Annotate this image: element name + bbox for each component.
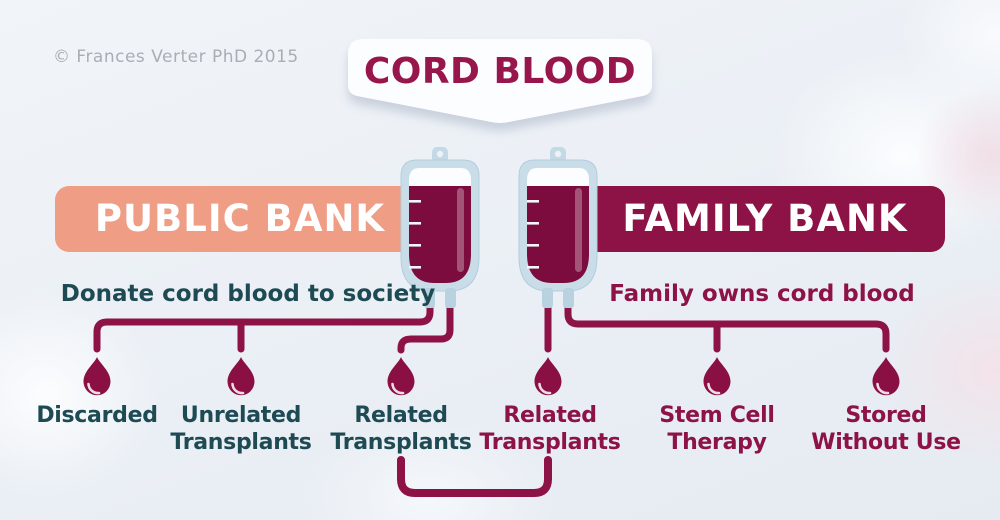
outcome-line: Related <box>354 403 448 428</box>
outcome-label-stem-cell-therapy: Stem Cell Therapy <box>632 402 802 456</box>
public-bank-label: PUBLIC BANK <box>94 197 386 240</box>
page-title: CORD BLOOD <box>363 51 637 92</box>
outcome-line: Stored <box>845 403 927 428</box>
copyright-notice: © Frances Verter PhD 2015 <box>53 47 299 67</box>
outcome-line: Unrelated <box>180 403 302 428</box>
cord-blood-ribbon <box>348 39 652 131</box>
outcome-line: Therapy <box>667 430 767 455</box>
outcome-line: Without Use <box>811 430 961 455</box>
outcome-line: Related <box>503 403 597 428</box>
public-tagline: Donate cord blood to society <box>60 281 436 307</box>
blood-drop-icon <box>533 355 563 397</box>
outcome-line: Transplants <box>170 430 312 455</box>
outcome-label-unrelated-transplants: Unrelated Transplants <box>156 402 326 456</box>
blood-drop-icon <box>702 355 732 397</box>
public-bank-banner <box>55 186 445 252</box>
blood-drop-icon <box>226 355 256 397</box>
family-bank-label: FAMILY BANK <box>622 197 908 240</box>
outcome-label-stored-without-use: Stored Without Use <box>801 402 971 456</box>
outcome-line: Transplants <box>330 430 472 455</box>
public-related-connector <box>397 288 454 354</box>
blood-drop-icon <box>82 355 112 397</box>
blood-drop-icon <box>386 355 416 397</box>
outcome-label-related-transplants-family: Related Transplants <box>465 402 635 456</box>
outcome-line: Transplants <box>479 430 621 455</box>
outcome-line: Stem Cell <box>659 403 775 428</box>
related-transplants-bracket <box>397 456 552 497</box>
family-tagline: Family owns cord blood <box>609 281 915 307</box>
blood-drop-icon <box>871 355 901 397</box>
outcome-label-related-transplants-public: Related Transplants <box>316 402 486 456</box>
